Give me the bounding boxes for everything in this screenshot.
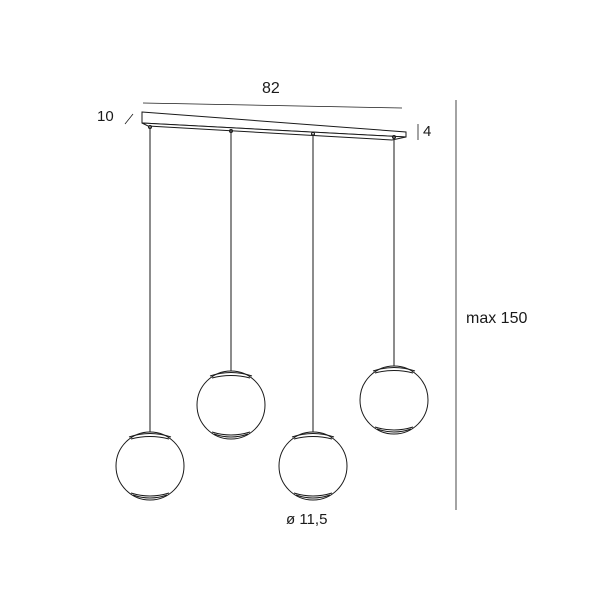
height-dimension-line — [124, 113, 134, 125]
height-label: 10 — [97, 108, 114, 125]
globe-4 — [359, 365, 429, 435]
width-dimension-line — [142, 102, 403, 109]
cable-mount-2 — [229, 129, 233, 133]
width-label: 82 — [262, 80, 280, 97]
canopy-front — [141, 122, 407, 141]
max-length-label: max 150 — [466, 310, 528, 327]
cable-mount-1 — [148, 125, 152, 129]
globe-3 — [278, 431, 348, 501]
globe-2 — [196, 370, 266, 440]
cable-mount-3 — [311, 132, 315, 136]
globe-1 — [115, 431, 185, 501]
depth-label: 4 — [423, 123, 432, 140]
diameter-label: ø 11,5 — [286, 511, 328, 528]
cable-mount-4 — [392, 135, 396, 139]
